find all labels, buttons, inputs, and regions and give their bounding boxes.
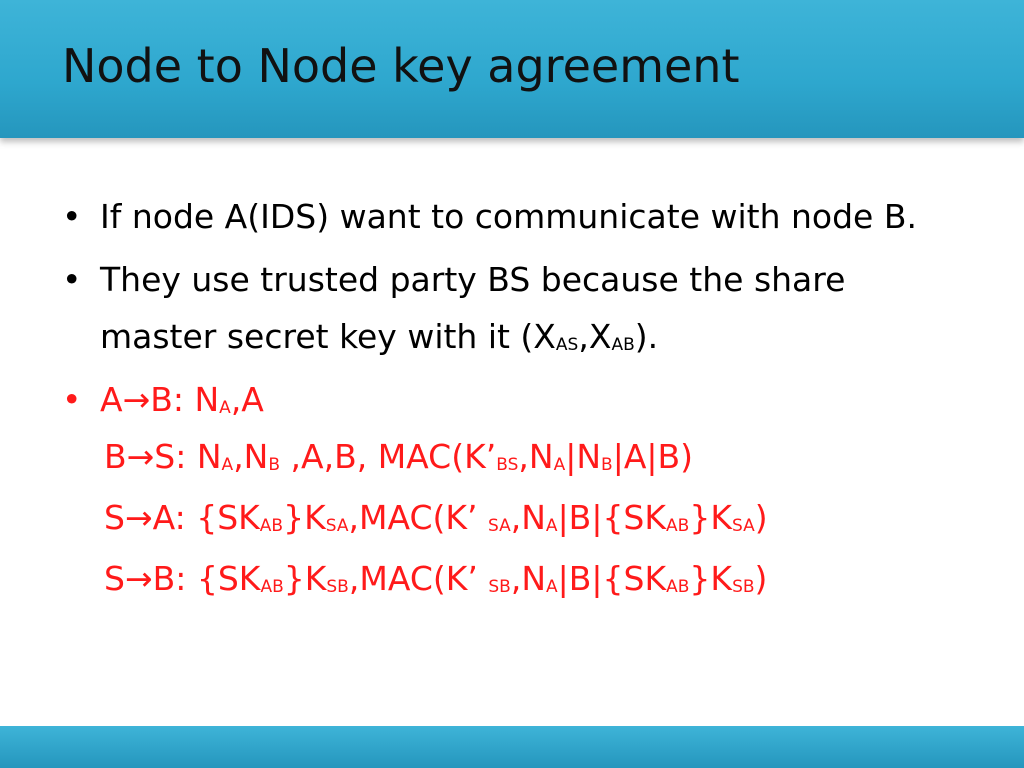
bullet-dot: •: [62, 380, 82, 419]
protocol-line-1: • A→B: NA,A: [62, 371, 962, 428]
protocol-text: S: [104, 559, 125, 598]
protocol-text: ,A,B, MAC(K’: [280, 437, 497, 476]
subscript: A: [545, 516, 558, 536]
subscript: AS: [555, 335, 579, 355]
protocol-text: A: [100, 380, 123, 419]
protocol-text: }K: [689, 498, 732, 537]
protocol-text: ,N: [510, 498, 546, 537]
protocol-text: A: {SK: [152, 498, 260, 537]
protocol-text: }K: [689, 559, 733, 598]
bullet-text: ).: [634, 317, 659, 356]
subscript: SA: [487, 516, 511, 536]
title-bar: Node to Node key agreement: [0, 0, 1024, 138]
protocol-text: ,MAC(K’: [348, 498, 488, 537]
subscript: A: [553, 455, 566, 475]
arrow-icon: →: [124, 559, 153, 598]
protocol-text: ,MAC(K’: [348, 559, 489, 598]
bullet-dot: •: [62, 197, 82, 236]
subscript: B: [601, 455, 613, 475]
protocol-text: ): [754, 559, 768, 598]
bullet-text: If node A(IDS) want to communicate with …: [100, 197, 917, 236]
protocol-text: ,N: [510, 559, 547, 598]
subscript: AB: [611, 335, 635, 355]
slide-content: • If node A(IDS) want to communicate wit…: [62, 188, 962, 607]
protocol-text: ,N: [518, 437, 554, 476]
protocol-text: |A|B): [612, 437, 694, 476]
protocol-line-4: S→B: {SKAB}KSB,MAC(K’ SB,NA|B|{SKAB}KSB): [62, 550, 962, 607]
protocol-text: S: [104, 498, 125, 537]
bullet-item-2: • They use trusted party BS because the …: [62, 251, 962, 365]
bullet-dot: •: [62, 260, 82, 299]
arrow-icon: →: [124, 498, 153, 537]
arrow-icon: →: [122, 380, 151, 419]
subscript: SB: [732, 577, 755, 597]
subscript: SA: [731, 516, 755, 536]
bullet-text: ,X: [578, 317, 612, 356]
protocol-text: S: N: [154, 437, 222, 476]
subscript: A: [221, 455, 234, 475]
protocol-text: B: N: [150, 380, 220, 419]
subscript: BS: [496, 455, 519, 475]
bullet-text: They use trusted party BS because the sh…: [100, 260, 846, 356]
slide-title: Node to Node key agreement: [62, 39, 740, 93]
subscript: SB: [488, 577, 511, 597]
protocol-line-2: B→S: NA,NB ,A,B, MAC(K’BS,NA|NB|A|B): [62, 428, 962, 485]
subscript: AB: [259, 516, 284, 536]
subscript: AB: [666, 516, 690, 536]
protocol-text: B: {SK: [152, 559, 261, 598]
protocol-line-3: S→A: {SKAB}KSA,MAC(K’ SA,NA|B|{SKAB}KSA): [62, 489, 962, 546]
subscript: SA: [325, 516, 349, 536]
protocol-text: }K: [283, 559, 327, 598]
subscript: SB: [326, 577, 349, 597]
protocol-text: ): [754, 498, 768, 537]
subscript: AB: [666, 577, 690, 597]
subscript: AB: [260, 577, 284, 597]
protocol-text: ,N: [233, 437, 269, 476]
protocol-text: B: [104, 437, 127, 476]
subscript: A: [219, 398, 231, 418]
bullet-item-1: • If node A(IDS) want to communicate wit…: [62, 188, 962, 245]
protocol-text: }K: [283, 498, 326, 537]
protocol-text: ,A: [230, 380, 264, 419]
footer-bar: [0, 726, 1024, 768]
protocol-text: |B|{SK: [557, 498, 667, 537]
subscript: A: [546, 577, 558, 597]
arrow-icon: →: [126, 437, 155, 476]
protocol-text: |B|{SK: [557, 559, 667, 598]
protocol-text: |N: [565, 437, 602, 476]
subscript: B: [268, 455, 281, 475]
